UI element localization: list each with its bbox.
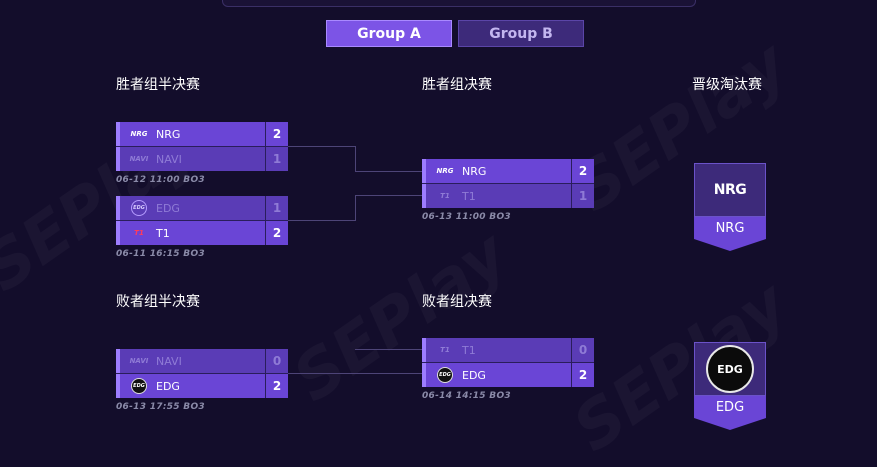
team-name: T1: [462, 343, 476, 357]
match-card-upper-semi-2[interactable]: EDG EDG 1 T1 T1 2 06-11 16:15 BO3: [116, 196, 288, 259]
team-name: EDG: [156, 201, 180, 215]
match-card-upper-semi-1[interactable]: NRG NRG 2 NAVI NAVI 1 06-12 11:00 BO3: [116, 122, 288, 185]
navi-logo-icon: NAVI: [129, 155, 149, 163]
stage-title-upper-semi: 胜者组半决赛: [116, 77, 200, 93]
bracket-connector: [355, 146, 356, 172]
edg-logo-icon: EDG: [131, 378, 147, 394]
bracket-connector: [288, 220, 356, 221]
team-score: 2: [265, 122, 288, 146]
tab-group-b[interactable]: Group B: [458, 20, 584, 47]
nrg-logo-icon: NRG: [713, 182, 747, 198]
team-row[interactable]: EDG EDG 2: [116, 374, 288, 398]
team-name: EDG: [156, 379, 180, 393]
team-name: EDG: [462, 368, 486, 382]
edg-logo-icon: EDG: [437, 367, 453, 383]
t1-logo-icon: T1: [440, 346, 450, 354]
team-name: NAVI: [156, 354, 182, 368]
bracket-connector: [355, 349, 422, 350]
team-name: NAVI: [156, 152, 182, 166]
team-score: 2: [571, 159, 594, 183]
match-time: 06-12 11:00 BO3: [116, 175, 205, 185]
team-score: 1: [571, 184, 594, 208]
team-score: 0: [571, 338, 594, 362]
team-row[interactable]: NAVI NAVI 1: [116, 147, 288, 171]
team-row[interactable]: T1 T1 2: [116, 221, 288, 245]
t1-logo-icon: T1: [440, 192, 450, 200]
navi-logo-icon: NAVI: [129, 357, 149, 365]
top-bar: [222, 0, 696, 7]
match-time: 06-13 11:00 BO3: [422, 212, 511, 222]
team-score: 2: [265, 374, 288, 398]
match-time: 06-13 17:55 BO3: [116, 402, 205, 412]
advanced-team-name: NRG: [694, 217, 766, 239]
stage-title-upper-final: 胜者组决赛: [422, 77, 492, 93]
match-card-lower-final[interactable]: T1 T1 0 EDG EDG 2 06-14 14:15 BO3: [422, 338, 594, 401]
nrg-logo-icon: NRG: [130, 130, 148, 138]
team-score: 2: [265, 221, 288, 245]
advanced-team-name: EDG: [694, 396, 766, 418]
t1-logo-icon: T1: [134, 229, 144, 237]
team-score: 0: [265, 349, 288, 373]
edg-logo-icon: EDG: [131, 200, 147, 216]
team-name: NRG: [462, 164, 487, 178]
nrg-logo-icon: NRG: [436, 167, 454, 175]
match-time: 06-14 14:15 BO3: [422, 391, 511, 401]
team-name: T1: [462, 189, 476, 203]
team-row[interactable]: T1 T1 0: [422, 338, 594, 363]
team-row[interactable]: NAVI NAVI 0: [116, 349, 288, 374]
match-card-lower-semi[interactable]: NAVI NAVI 0 EDG EDG 2 06-13 17:55 BO3: [116, 349, 288, 412]
team-score: 1: [265, 196, 288, 220]
team-name: NRG: [156, 127, 181, 141]
bracket-connector: [355, 195, 356, 221]
stage-title-lower-semi: 败者组半决赛: [116, 294, 200, 310]
team-name: T1: [156, 226, 170, 240]
stage-title-lower-final: 败者组决赛: [422, 294, 492, 310]
edg-logo-icon: EDG: [706, 345, 754, 393]
bracket-connector: [355, 171, 422, 172]
match-card-upper-final[interactable]: NRG NRG 2 T1 T1 1 06-13 11:00 BO3: [422, 159, 594, 222]
team-row[interactable]: EDG EDG 1: [116, 196, 288, 221]
team-score: 2: [571, 363, 594, 387]
advanced-team-card-nrg[interactable]: NRG NRG: [694, 163, 766, 251]
team-row[interactable]: NRG NRG 2: [422, 159, 594, 184]
bracket-connector: [355, 195, 422, 196]
match-time: 06-11 16:15 BO3: [116, 249, 205, 259]
team-row[interactable]: NRG NRG 2: [116, 122, 288, 147]
team-score: 1: [265, 147, 288, 171]
bracket-connector: [288, 146, 356, 147]
stage-title-advance: 晋级淘汰赛: [692, 77, 762, 93]
advanced-team-card-edg[interactable]: EDG EDG: [694, 342, 766, 430]
bracket-connector: [288, 373, 422, 374]
team-row[interactable]: T1 T1 1: [422, 184, 594, 208]
team-row[interactable]: EDG EDG 2: [422, 363, 594, 387]
tab-group-a[interactable]: Group A: [326, 20, 452, 47]
